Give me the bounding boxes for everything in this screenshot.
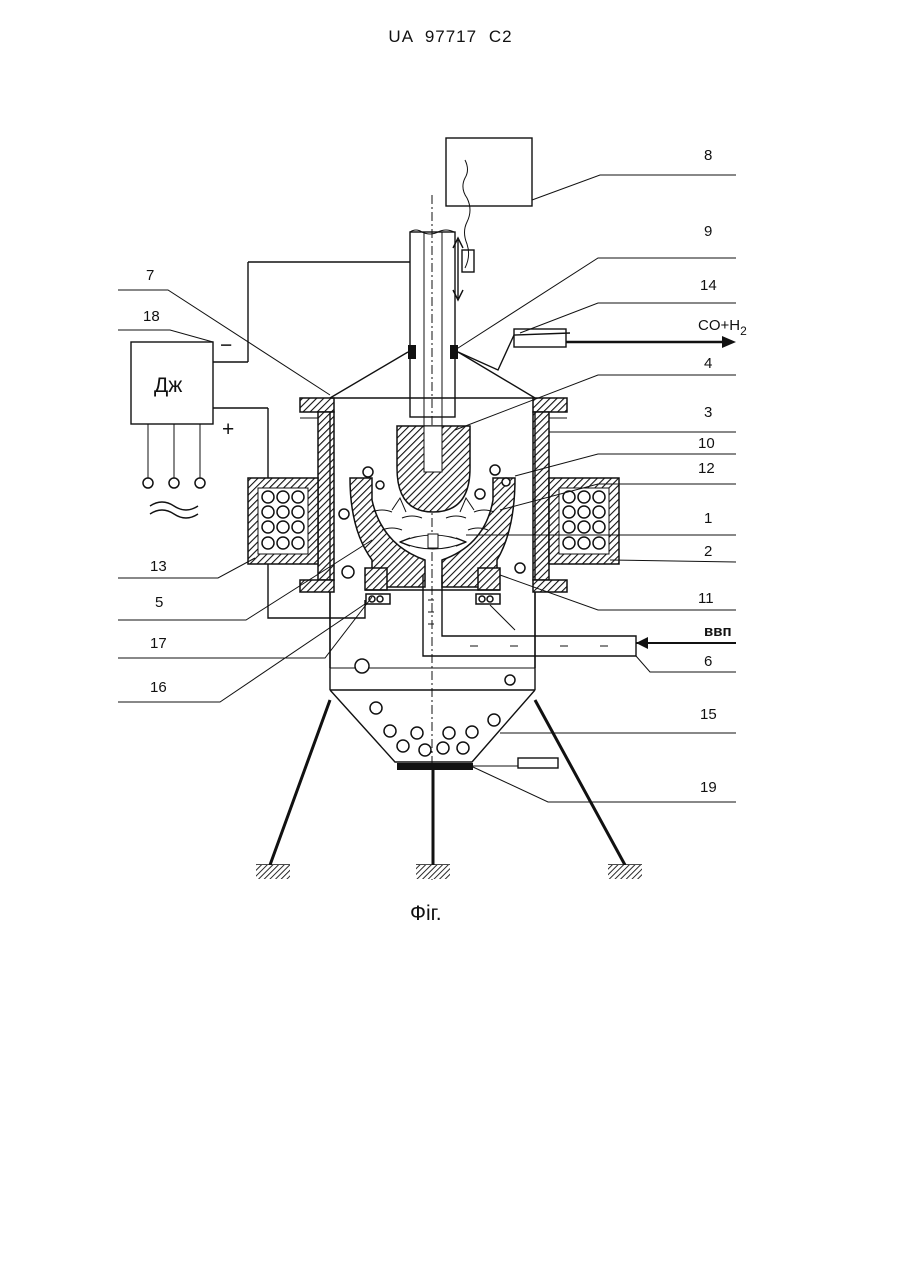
part-number-4: 4	[704, 355, 712, 372]
part-number-8: 8	[704, 147, 712, 164]
coil-13-left	[248, 478, 318, 564]
part-number-5: 5	[155, 594, 163, 611]
part-number-1: 1	[704, 510, 712, 527]
drive-unit-8	[446, 138, 532, 268]
part-number-3: 3	[704, 404, 712, 421]
part-number-11: 11	[698, 590, 714, 607]
input-label: ввп	[704, 623, 732, 640]
part-number-10: 10	[698, 435, 715, 452]
plus-terminal: +	[222, 418, 234, 441]
part-number-18: 18	[143, 308, 160, 325]
gas-output-label: CO+H2	[698, 317, 747, 338]
coil-2-right	[549, 478, 619, 564]
part-number-9: 9	[704, 223, 712, 240]
part-number-12: 12	[698, 460, 715, 477]
part-number-13: 13	[150, 558, 167, 575]
power-source-label: Дж	[154, 374, 182, 397]
part-number-14: 14	[700, 277, 717, 294]
part-number-6: 6	[704, 653, 712, 670]
part-number-16: 16	[150, 679, 167, 696]
part-number-17: 17	[150, 635, 167, 652]
top-cone-7	[330, 329, 736, 398]
figure-caption: Фіг.	[410, 902, 442, 925]
part-number-19: 19	[700, 779, 717, 796]
part-number-7: 7	[146, 267, 154, 284]
part-number-15: 15	[700, 706, 717, 723]
part-number-2: 2	[704, 543, 712, 560]
minus-terminal: −	[220, 334, 232, 357]
